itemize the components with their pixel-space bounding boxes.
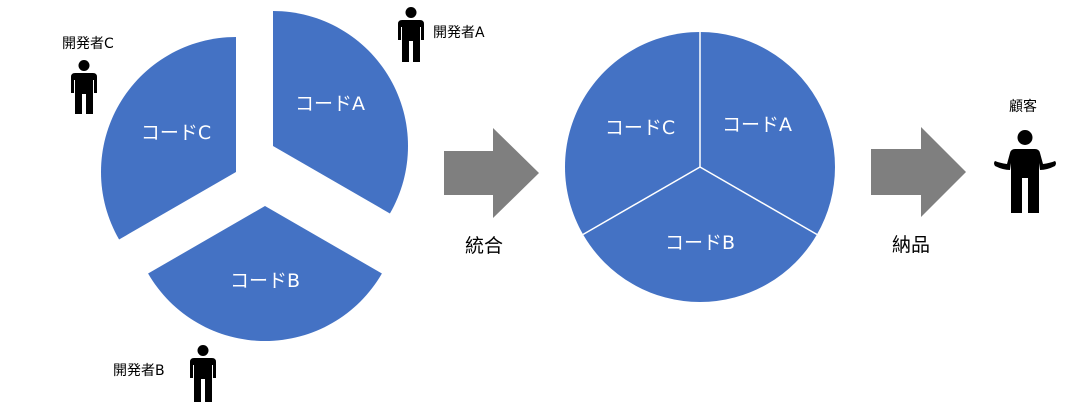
integrate-arrow: 統合 bbox=[444, 128, 539, 257]
developer-b-label: 開発者B bbox=[113, 363, 165, 379]
developer-b: 開発者B bbox=[113, 345, 216, 402]
integrated-code-pie: コードA コードB コードC bbox=[565, 32, 836, 303]
integrated-code-c-label: コードC bbox=[605, 117, 675, 139]
person-icon bbox=[190, 345, 216, 402]
slice-divider bbox=[582, 166, 701, 236]
shrugging-person-icon bbox=[994, 130, 1056, 213]
integrated-code-b-label: コードB bbox=[665, 232, 735, 254]
delivery-label: 納品 bbox=[892, 234, 930, 256]
code-c-slice bbox=[101, 37, 237, 240]
developer-c-label: 開発者C bbox=[62, 36, 114, 52]
developer-a: 開発者A bbox=[398, 7, 485, 62]
person-icon bbox=[398, 7, 424, 62]
developer-a-label: 開発者A bbox=[433, 25, 485, 41]
code-a-label: コードA bbox=[295, 93, 365, 115]
integrated-code-a-slice bbox=[700, 32, 836, 235]
customer-label: 顧客 bbox=[1009, 98, 1037, 115]
right-arrow-icon bbox=[871, 127, 966, 217]
developer-c: 開発者C bbox=[62, 36, 114, 114]
integrated-code-c-slice bbox=[565, 32, 700, 235]
customer: 顧客 bbox=[994, 98, 1056, 213]
slice-divider bbox=[699, 166, 818, 236]
separate-code-pie: コードA コードB コードC bbox=[101, 11, 408, 341]
person-icon bbox=[71, 60, 97, 114]
code-c-label: コードC bbox=[141, 122, 211, 144]
code-b-label: コードB bbox=[230, 270, 300, 292]
code-b-slice bbox=[148, 206, 382, 341]
integrate-label: 統合 bbox=[465, 235, 503, 257]
right-arrow-icon bbox=[444, 128, 539, 218]
integrated-code-a-label: コードA bbox=[722, 114, 792, 136]
delivery-arrow: 納品 bbox=[871, 127, 966, 256]
code-a-slice bbox=[273, 11, 408, 214]
